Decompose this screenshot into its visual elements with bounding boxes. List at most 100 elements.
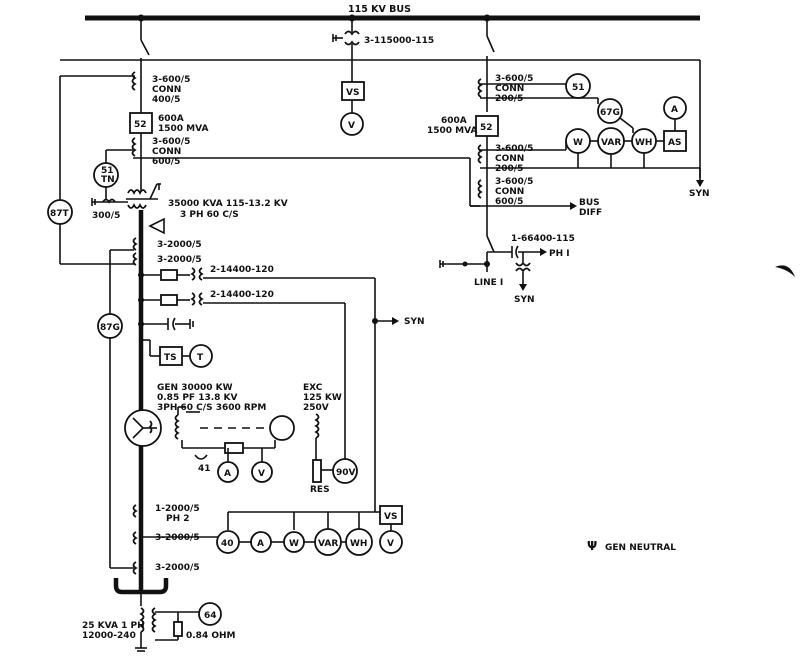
wattmeter-lower-label: W xyxy=(289,539,299,549)
temp-meter xyxy=(189,344,213,368)
breaker-52-gen-label: 52 xyxy=(134,120,147,130)
ct2-line2: CONN xyxy=(152,147,181,157)
relay-87t-label: 87T xyxy=(50,209,70,219)
ct-stack-1: 3-600/5 CONN 400/5 xyxy=(60,70,190,118)
line-ct-2: 3-600/5 CONN 200/5 xyxy=(477,144,533,174)
relay-90v xyxy=(332,458,358,484)
line-ground-switch xyxy=(439,260,490,268)
breaker-line-rating-1: 600A xyxy=(441,116,467,126)
res-label: RES xyxy=(310,485,330,495)
wh-meter-lower-label: WH xyxy=(350,539,367,549)
device-41-label: 41 xyxy=(198,464,211,474)
varmeter-lower-label: VAR xyxy=(318,539,338,549)
relay-67g xyxy=(597,98,623,124)
cap-pt-label: 1-66400-115 xyxy=(511,234,575,244)
aux-transformer-label: 3-115000-115 xyxy=(364,36,434,46)
ct1-line1: 3-600/5 xyxy=(152,75,190,85)
wh-meter-lower xyxy=(345,528,373,556)
relay-51tn-label1: 51 xyxy=(101,166,114,176)
ammeter-lower-label: A xyxy=(257,539,264,549)
exciter-circle xyxy=(269,415,295,441)
field-voltmeter-label: V xyxy=(258,469,265,479)
relay-51-label: 51 xyxy=(572,83,585,93)
disconnect-switch-line xyxy=(486,35,495,53)
bus-diff-1: BUS xyxy=(579,198,600,208)
ct-2000-d: 3-2000/5 xyxy=(155,563,200,573)
ct2-line3: 600/5 xyxy=(152,157,180,167)
gen-spec-3: 3PH 60 C/S 3600 RPM xyxy=(157,403,266,413)
pt-2: 2-14400-120 xyxy=(138,290,346,460)
exciter-label-1: EXC xyxy=(303,383,323,393)
transformer-phase: 3 PH 60 C/S xyxy=(180,210,239,220)
ct2-line1: 3-600/5 xyxy=(152,137,190,147)
ct-pn2-1: 1-2000/5 xyxy=(155,504,200,514)
as-box-label: AS xyxy=(668,138,681,148)
aux-transformer: 3-115000-115 xyxy=(332,18,434,60)
pt-1-label: 2-14400-120 xyxy=(210,265,274,275)
line-ct-1: 3-600/5 CONN 200/5 xyxy=(477,74,533,104)
line-ct2-3: 200/5 xyxy=(495,164,523,174)
ct-2000-b: 3-2000/5 xyxy=(157,255,202,265)
ct-stack-2: 3-600/5 CONN 600/5 xyxy=(131,137,190,167)
grounding-resistor xyxy=(173,621,183,637)
temp-meter-label: T xyxy=(197,353,204,363)
neutral-xfmr-2: 12000-240 xyxy=(82,631,136,641)
pt-1: 2-14400-120 xyxy=(138,265,376,512)
relay-40-label: 40 xyxy=(221,539,234,549)
transformer-rating: 35000 KVA 115-13.2 KV xyxy=(168,199,288,209)
voltmeter-lower xyxy=(379,530,403,554)
syn-label-mid: SYN xyxy=(404,317,425,327)
voltmeter-top xyxy=(340,112,364,136)
surge-capacitor xyxy=(138,317,194,331)
ct-2000-c: 3-2000/5 xyxy=(155,533,200,543)
line-wattmeter-label: W xyxy=(573,138,583,148)
coupling-capacitor: PH I SYN xyxy=(487,245,570,305)
line-wh-meter-label: WH xyxy=(635,138,652,148)
resistor-label: 0.84 OHM xyxy=(186,631,236,641)
field-voltmeter xyxy=(251,461,273,483)
relay-87g-label: 87G xyxy=(100,323,120,333)
delta-symbol xyxy=(148,217,165,235)
pt-2-label: 2-14400-120 xyxy=(210,290,274,300)
ct-300: 300/5 xyxy=(91,198,128,221)
line-1-label: LINE I xyxy=(474,278,503,288)
syn-label-line: SYN xyxy=(514,295,535,305)
gen-spec-2: 0.85 PF 13.8 KV xyxy=(157,393,238,403)
relay-90v-label: 90V xyxy=(336,468,356,478)
relay-51tn-label2: TN xyxy=(101,175,115,185)
disconnect-switch-gen xyxy=(140,39,150,56)
line-ct1-3: 200/5 xyxy=(495,94,523,104)
line-ct2-2: CONN xyxy=(495,154,524,164)
page-corner-mark xyxy=(775,265,795,277)
ct-2000-a: 3-2000/5 xyxy=(157,240,202,250)
line-ct3-1: 3-600/5 xyxy=(495,177,533,187)
relay-67g-label: 67G xyxy=(600,108,620,118)
breaker-gen-rating-1: 600A xyxy=(158,114,184,124)
neutral-xfmr-1: 25 KVA 1 PH xyxy=(82,621,145,631)
exciter-resistor xyxy=(312,459,322,483)
gen-spec-1: GEN 30000 KW xyxy=(157,383,233,393)
line-ct3-3: 600/5 xyxy=(495,197,523,207)
field-ammeter xyxy=(217,461,239,483)
legend-text: GEN NEUTRAL xyxy=(605,543,676,553)
voltmeter-lower-label: V xyxy=(387,539,394,549)
vs-lower-label: VS xyxy=(384,512,397,522)
field-ammeter-label: A xyxy=(224,469,231,479)
line-ct3-2: CONN xyxy=(495,187,524,197)
phase-label: PH I xyxy=(549,249,570,259)
relay-64-label: 64 xyxy=(204,611,217,621)
line-ct1-1: 3-600/5 xyxy=(495,74,533,84)
line-ammeter xyxy=(663,96,687,120)
legend-symbol: Ψ xyxy=(587,539,597,553)
line-ct1-2: CONN xyxy=(495,84,524,94)
breaker-line-rating-2: 1500 MVA xyxy=(427,126,477,136)
bus-diff-2: DIFF xyxy=(579,208,602,218)
breaker-gen-rating-2: 1500 MVA xyxy=(158,124,208,134)
exciter-label-3: 250V xyxy=(303,403,329,413)
vs-switch-top xyxy=(341,81,365,101)
line-ct2-1: 3-600/5 xyxy=(495,144,533,154)
breaker-52-line-label: 52 xyxy=(480,123,493,133)
line-ammeter-label: A xyxy=(671,105,678,115)
line-ct-3: 3-600/5 CONN 600/5 xyxy=(477,177,533,207)
